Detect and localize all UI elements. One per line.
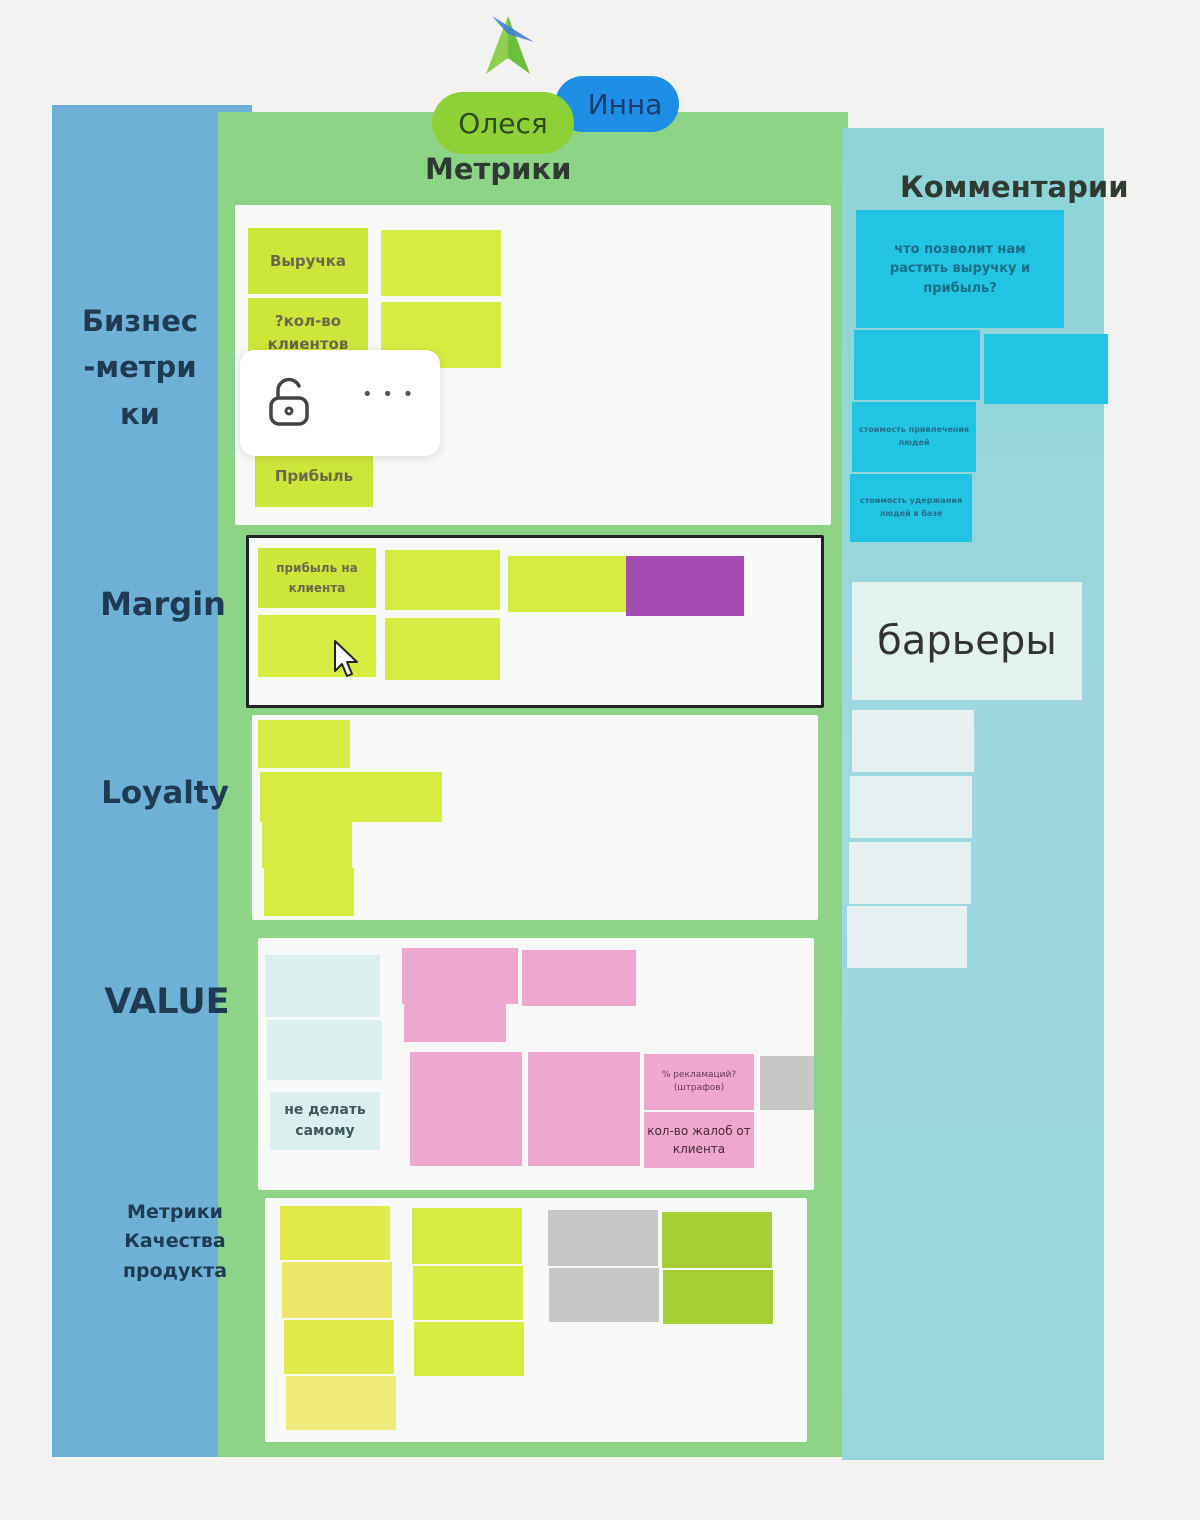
collaborator-arrow-icon: [486, 16, 534, 74]
comment-blank[interactable]: [850, 776, 972, 838]
sticky-blank[interactable]: [385, 550, 500, 610]
sticky-purple[interactable]: [626, 556, 744, 616]
sticky-blank[interactable]: [280, 1206, 390, 1260]
sticky-revenue-text: Выручка: [269, 251, 347, 270]
comment-blank[interactable]: [847, 906, 967, 968]
comment-blank[interactable]: [849, 842, 971, 904]
sticky-complaints-count[interactable]: кол-во жалоб от клиента: [644, 1112, 754, 1168]
sticky-blank[interactable]: [413, 1266, 523, 1320]
sticky-blank[interactable]: [412, 1208, 522, 1264]
user-name-olesya: Олеся: [458, 106, 548, 140]
sticky-clients-count-text: ?кол-во клиентов: [267, 312, 349, 353]
row-label-quality: Метрики Качества продукта: [122, 1201, 228, 1282]
row-label-value: VALUE: [104, 982, 230, 1022]
metrics-header: Метрики: [425, 152, 572, 186]
sticky-profit-per-client-text: прибыль на клиента: [276, 560, 358, 595]
sticky-complaints-count-text: кол-во жалоб от клиента: [647, 1124, 751, 1156]
comment-grow-revenue[interactable]: что позволит нам растить выручку и прибы…: [856, 210, 1064, 328]
comment-blank[interactable]: [984, 334, 1108, 404]
sticky-green[interactable]: [663, 1270, 773, 1324]
sticky-grey[interactable]: [549, 1268, 659, 1322]
sticky-blank[interactable]: [385, 618, 500, 680]
row-label-loyalty: Loyalty: [101, 775, 229, 811]
sticky-blank[interactable]: [264, 868, 354, 916]
sticky-revenue[interactable]: Выручка: [248, 228, 368, 294]
sticky-blank[interactable]: [260, 772, 442, 822]
sticky-complaints-claims-text: % рекламаций? (штрафов): [661, 1069, 737, 1094]
sticky-complaints-claims[interactable]: % рекламаций? (штрафов): [644, 1054, 754, 1110]
comment-acquisition-cost[interactable]: стоимость привлечения людей: [852, 402, 976, 472]
row-label-business: Бизнес -метри ки: [81, 304, 199, 431]
sticky-blank[interactable]: [282, 1262, 392, 1318]
sticky-profit-text: Прибыль: [274, 466, 354, 485]
sticky-blank[interactable]: [414, 1322, 524, 1376]
comment-acquisition-cost-text: стоимость привлечения людей: [858, 425, 970, 447]
mouse-cursor-icon: [334, 640, 358, 677]
sticky-pink[interactable]: [528, 1052, 640, 1110]
sticky-dont-do-yourself-text: не делать самому: [284, 1102, 366, 1139]
sticky-pink[interactable]: [402, 948, 518, 1004]
sticky-dont-do-yourself[interactable]: не делать самому: [270, 1092, 380, 1150]
sticky-pink[interactable]: [410, 1052, 522, 1110]
more-icon[interactable]: • • •: [362, 384, 416, 405]
sticky-grey[interactable]: [760, 1056, 814, 1110]
user-badge-inna[interactable]: Инна: [555, 76, 679, 132]
sticky-pink[interactable]: [404, 1002, 506, 1042]
sticky-grey[interactable]: [548, 1210, 658, 1266]
sticky-pink[interactable]: [410, 1110, 522, 1166]
sticky-blank[interactable]: [262, 822, 352, 868]
comment-blank[interactable]: [852, 710, 974, 772]
row-label-margin: Margin: [100, 585, 226, 623]
user-name-inna: Инна: [587, 87, 663, 121]
comment-retention-cost[interactable]: стоимость удержания людей в базе: [850, 474, 972, 542]
comment-retention-cost-text: стоимость удержания людей в базе: [859, 496, 963, 518]
sticky-pink[interactable]: [528, 1110, 640, 1166]
sticky-green[interactable]: [662, 1212, 772, 1268]
comment-blank[interactable]: [854, 330, 980, 400]
sticky-blank[interactable]: [267, 1020, 382, 1080]
sticky-blank[interactable]: [284, 1320, 394, 1374]
comment-barriers-text: барьеры: [877, 618, 1057, 664]
sticky-profit-per-client[interactable]: прибыль на клиента: [258, 548, 376, 608]
comment-grow-revenue-text: что позволит нам растить выручку и прибы…: [889, 241, 1031, 296]
comments-header: Комментарии: [900, 170, 1129, 204]
sticky-blank[interactable]: [286, 1376, 396, 1430]
comment-barriers[interactable]: барьеры: [852, 582, 1082, 700]
sticky-blank[interactable]: [265, 955, 380, 1017]
sticky-pink[interactable]: [522, 950, 636, 1006]
sticky-blank[interactable]: [258, 615, 376, 677]
sticky-blank[interactable]: [381, 230, 501, 296]
lock-open-icon[interactable]: [266, 376, 312, 428]
context-menu: • • •: [240, 350, 440, 456]
sticky-blank[interactable]: [258, 720, 350, 768]
sticky-clients-count[interactable]: ?кол-во клиентов: [248, 298, 368, 358]
sticky-blank[interactable]: [508, 556, 628, 612]
user-badge-olesya[interactable]: Олеся: [432, 92, 574, 154]
